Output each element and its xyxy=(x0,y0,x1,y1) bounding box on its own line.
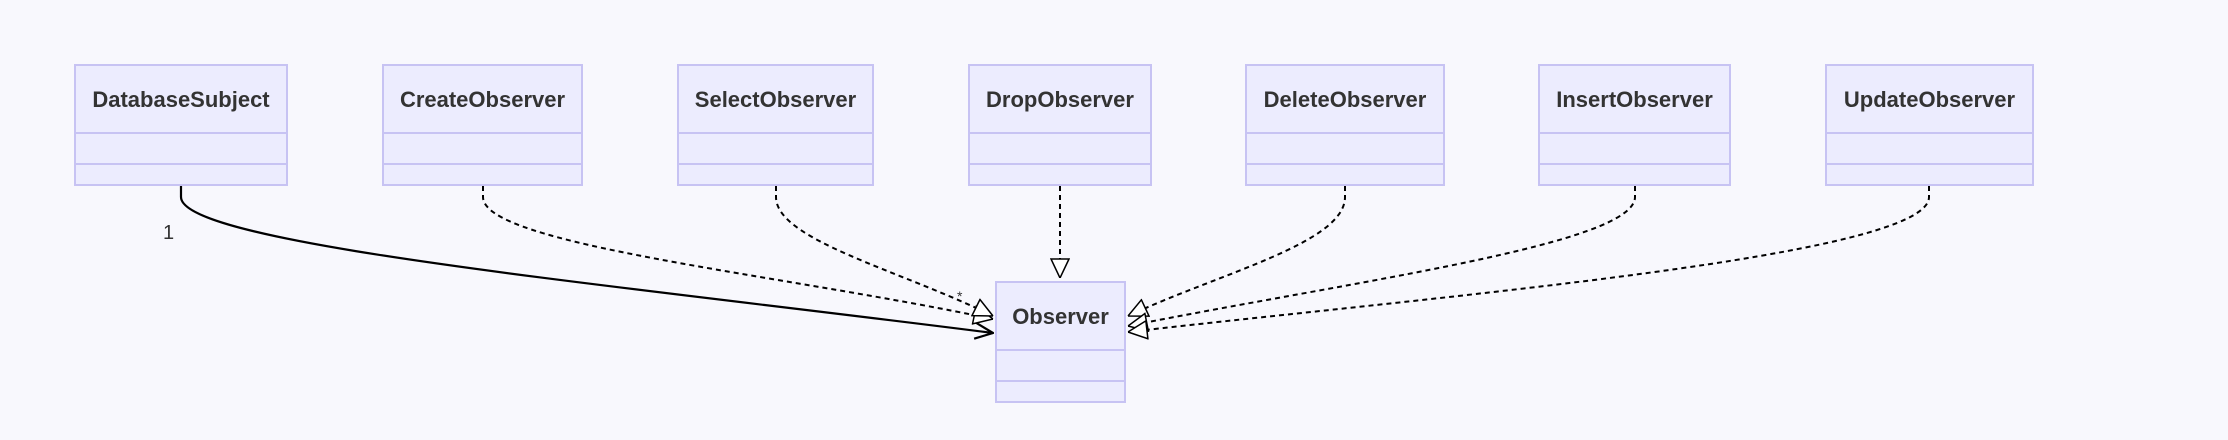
class-methods-compartment xyxy=(997,382,1124,401)
class-database-subject[interactable]: DatabaseSubject xyxy=(74,64,288,186)
class-name: Observer xyxy=(997,283,1124,351)
class-delete-observer[interactable]: DeleteObserver xyxy=(1245,64,1445,186)
class-create-observer[interactable]: CreateObserver xyxy=(382,64,583,186)
class-methods-compartment xyxy=(679,165,872,184)
multiplicity-source-label: 1 xyxy=(163,222,175,244)
class-name: DropObserver xyxy=(970,66,1150,134)
realization-edge-selectobserver xyxy=(775,186,993,317)
class-name: InsertObserver xyxy=(1540,66,1729,134)
realization-edge-deleteobserver xyxy=(1128,186,1346,317)
class-name: DatabaseSubject xyxy=(76,66,286,134)
class-attributes-compartment xyxy=(970,134,1150,165)
class-update-observer[interactable]: UpdateObserver xyxy=(1825,64,2034,186)
class-attributes-compartment xyxy=(384,134,581,165)
realization-edge-updateobserver xyxy=(1128,186,1930,332)
class-name: CreateObserver xyxy=(384,66,581,134)
class-attributes-compartment xyxy=(1827,134,2032,165)
association-edge-databasesubject xyxy=(179,186,993,333)
class-name: UpdateObserver xyxy=(1827,66,2032,134)
class-methods-compartment xyxy=(1540,165,1729,184)
realization-edge-insertobserver xyxy=(1128,186,1636,326)
class-attributes-compartment xyxy=(1540,134,1729,165)
class-name: DeleteObserver xyxy=(1247,66,1443,134)
class-attributes-compartment xyxy=(76,134,286,165)
class-select-observer[interactable]: SelectObserver xyxy=(677,64,874,186)
multiplicity-target-label: * xyxy=(957,288,963,304)
class-methods-compartment xyxy=(1827,165,2032,184)
class-name: SelectObserver xyxy=(679,66,872,134)
class-attributes-compartment xyxy=(997,351,1124,382)
class-methods-compartment xyxy=(1247,165,1443,184)
class-methods-compartment xyxy=(384,165,581,184)
class-attributes-compartment xyxy=(679,134,872,165)
realization-edge-createobserver xyxy=(482,186,993,319)
class-drop-observer[interactable]: DropObserver xyxy=(968,64,1152,186)
class-attributes-compartment xyxy=(1247,134,1443,165)
class-observer[interactable]: Observer xyxy=(995,281,1126,403)
class-methods-compartment xyxy=(970,165,1150,184)
class-methods-compartment xyxy=(76,165,286,184)
class-insert-observer[interactable]: InsertObserver xyxy=(1538,64,1731,186)
